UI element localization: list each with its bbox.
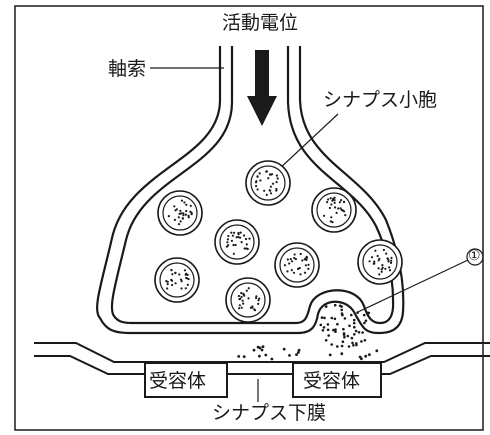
transmitter-particle bbox=[326, 328, 330, 332]
receptor-right-label: 受容体 bbox=[303, 370, 361, 392]
transmitter-particle bbox=[361, 331, 364, 334]
diagram-frame bbox=[14, 5, 484, 431]
transmitter-particle bbox=[333, 317, 337, 321]
transmitter-particle bbox=[342, 327, 345, 331]
transmitter-particle bbox=[332, 328, 335, 332]
transmitter-particle bbox=[356, 311, 359, 314]
transmitter-particle bbox=[352, 344, 355, 347]
transmitter-particle bbox=[357, 331, 361, 334]
marker-label: ① bbox=[468, 248, 481, 264]
receptor-right-box bbox=[292, 362, 382, 398]
synaptic-vesicle bbox=[357, 239, 403, 285]
subsynaptic-membrane-label: シナプス下膜 bbox=[212, 402, 327, 424]
transmitter-particle bbox=[336, 345, 339, 348]
transmitter-particle bbox=[323, 316, 326, 320]
transmitter-particle bbox=[334, 328, 337, 331]
transmitter-particle bbox=[364, 354, 368, 358]
transmitter-particle bbox=[333, 303, 337, 307]
axon-label: 軸索 bbox=[108, 58, 147, 80]
transmitter-particle bbox=[354, 329, 358, 333]
synaptic-vesicle bbox=[157, 190, 203, 236]
transmitter-particle bbox=[362, 313, 366, 317]
transmitter-particle bbox=[360, 340, 363, 343]
transmitter-particle bbox=[343, 317, 347, 320]
transmitter-particle bbox=[261, 345, 265, 349]
transmitter-particle bbox=[282, 347, 286, 351]
transmitter-particle bbox=[353, 325, 356, 329]
transmitter-particle bbox=[353, 333, 356, 336]
transmitter-particle bbox=[348, 324, 351, 328]
transmitter-particle bbox=[368, 353, 371, 356]
receptor-left-label: 受容体 bbox=[149, 370, 207, 392]
transmitter-particle bbox=[340, 352, 344, 356]
transmitter-particle bbox=[334, 330, 337, 334]
synaptic-vesicle bbox=[225, 277, 271, 323]
transmitter-particle bbox=[324, 339, 328, 342]
transmitter-particle bbox=[347, 345, 351, 348]
synaptic-vesicle bbox=[154, 257, 200, 303]
transmitter-particle bbox=[343, 335, 346, 339]
transmitter-particle bbox=[360, 357, 363, 361]
receptor-left-box bbox=[144, 362, 228, 398]
transmitter-particle bbox=[336, 322, 339, 326]
vesicle-leader-line bbox=[277, 113, 339, 171]
transmitter-particle bbox=[322, 326, 326, 329]
transmitter-particle bbox=[330, 343, 334, 346]
transmitter-particle bbox=[350, 313, 353, 317]
terminal-inner-wall bbox=[110, 46, 395, 325]
transmitter-particle bbox=[264, 353, 268, 357]
transmitter-particle bbox=[258, 354, 261, 358]
transmitter-particle bbox=[341, 340, 345, 344]
action-potential-label: 活動電位 bbox=[222, 12, 299, 34]
transmitter-particle bbox=[288, 354, 291, 357]
synaptic-vesicle bbox=[311, 187, 357, 233]
transmitter-particle bbox=[258, 346, 262, 350]
marker-leader-line bbox=[357, 259, 469, 313]
transmitter-particle bbox=[355, 342, 358, 345]
transmitter-particle bbox=[338, 304, 342, 308]
transmitter-particle bbox=[326, 323, 330, 326]
transmitter-particle bbox=[363, 339, 367, 342]
transmitter-particle bbox=[321, 329, 325, 332]
synaptic-vesicle-label: シナプス小胞 bbox=[323, 89, 438, 111]
synaptic-vesicle bbox=[274, 242, 320, 288]
transmitter-particle bbox=[363, 321, 366, 325]
vesicle-group bbox=[154, 160, 403, 323]
transmitter-particle bbox=[260, 348, 264, 352]
transmitter-particle bbox=[364, 319, 368, 323]
transmitter-particle bbox=[295, 353, 298, 356]
transmitter-particle bbox=[237, 355, 241, 358]
transmitter-particle bbox=[340, 312, 344, 315]
postsynaptic-membrane bbox=[34, 342, 490, 375]
action-potential-arrow bbox=[247, 50, 277, 126]
transmitter-particle bbox=[296, 351, 300, 354]
transmitter-particle bbox=[328, 353, 332, 357]
transmitter-particle bbox=[350, 336, 354, 340]
transmitter-particle bbox=[365, 311, 369, 315]
transmitter-particle bbox=[352, 318, 356, 322]
transmitter-particle bbox=[330, 316, 334, 320]
transmitter-particle bbox=[346, 334, 350, 338]
transmitter-particle bbox=[319, 323, 323, 327]
synaptic-vesicle bbox=[214, 219, 260, 265]
transmitter-particle bbox=[320, 316, 324, 319]
transmitter-particle bbox=[242, 355, 246, 358]
neurotransmitter-particles bbox=[237, 303, 379, 361]
synaptic-vesicle bbox=[245, 160, 291, 206]
transmitter-particle bbox=[352, 321, 356, 325]
transmitter-particle bbox=[342, 333, 346, 337]
transmitter-particle bbox=[340, 308, 344, 312]
transmitter-particle bbox=[340, 344, 344, 348]
transmitter-particle bbox=[375, 349, 379, 353]
transmitter-particle bbox=[297, 348, 301, 352]
marker-circle bbox=[466, 248, 484, 266]
transmitter-particle bbox=[351, 341, 354, 345]
terminal-outer-wall bbox=[96, 46, 405, 335]
transmitter-particle bbox=[252, 348, 256, 352]
transmitter-particle bbox=[327, 334, 331, 337]
transmitter-particle bbox=[270, 357, 274, 361]
transmitter-particle bbox=[324, 305, 328, 308]
